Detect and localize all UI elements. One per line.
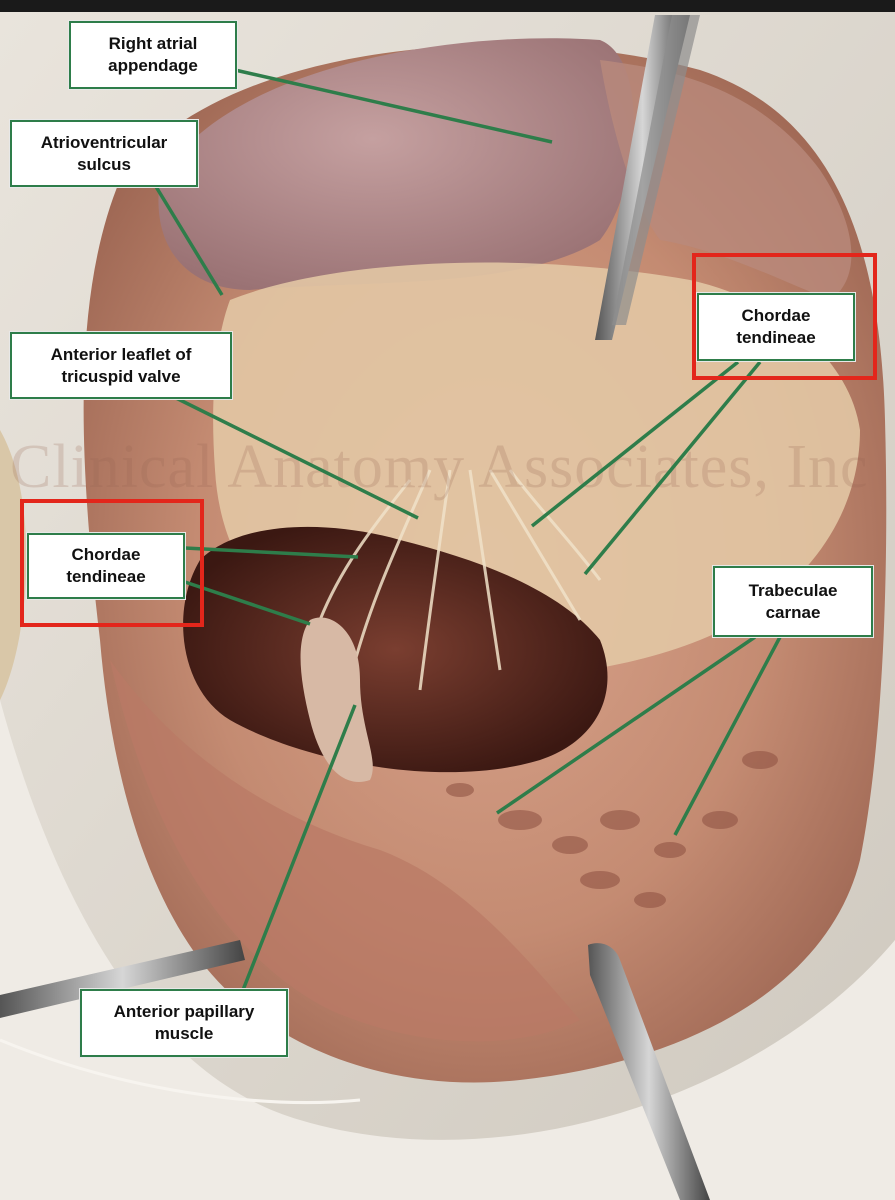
label-trabeculae-carnae: Trabeculae carnae xyxy=(713,566,873,637)
highlight-box-chordae-right xyxy=(692,253,877,380)
label-anterior-leaflet: Anterior leaflet of tricuspid valve xyxy=(10,332,232,399)
label-anterior-papillary-muscle: Anterior papillary muscle xyxy=(80,989,288,1057)
watermark-text: Clinical Anatomy Associates, Inc xyxy=(10,433,869,501)
label-chordae-left: Chordae tendineae xyxy=(27,533,185,599)
label-right-atrial-appendage: Right atrial appendage xyxy=(69,21,237,89)
label-chordae-right: Chordae tendineae xyxy=(697,293,855,361)
highlight-box-chordae-left xyxy=(20,499,204,627)
label-atrioventricular-sulcus: Atrioventricular sulcus xyxy=(10,120,198,187)
